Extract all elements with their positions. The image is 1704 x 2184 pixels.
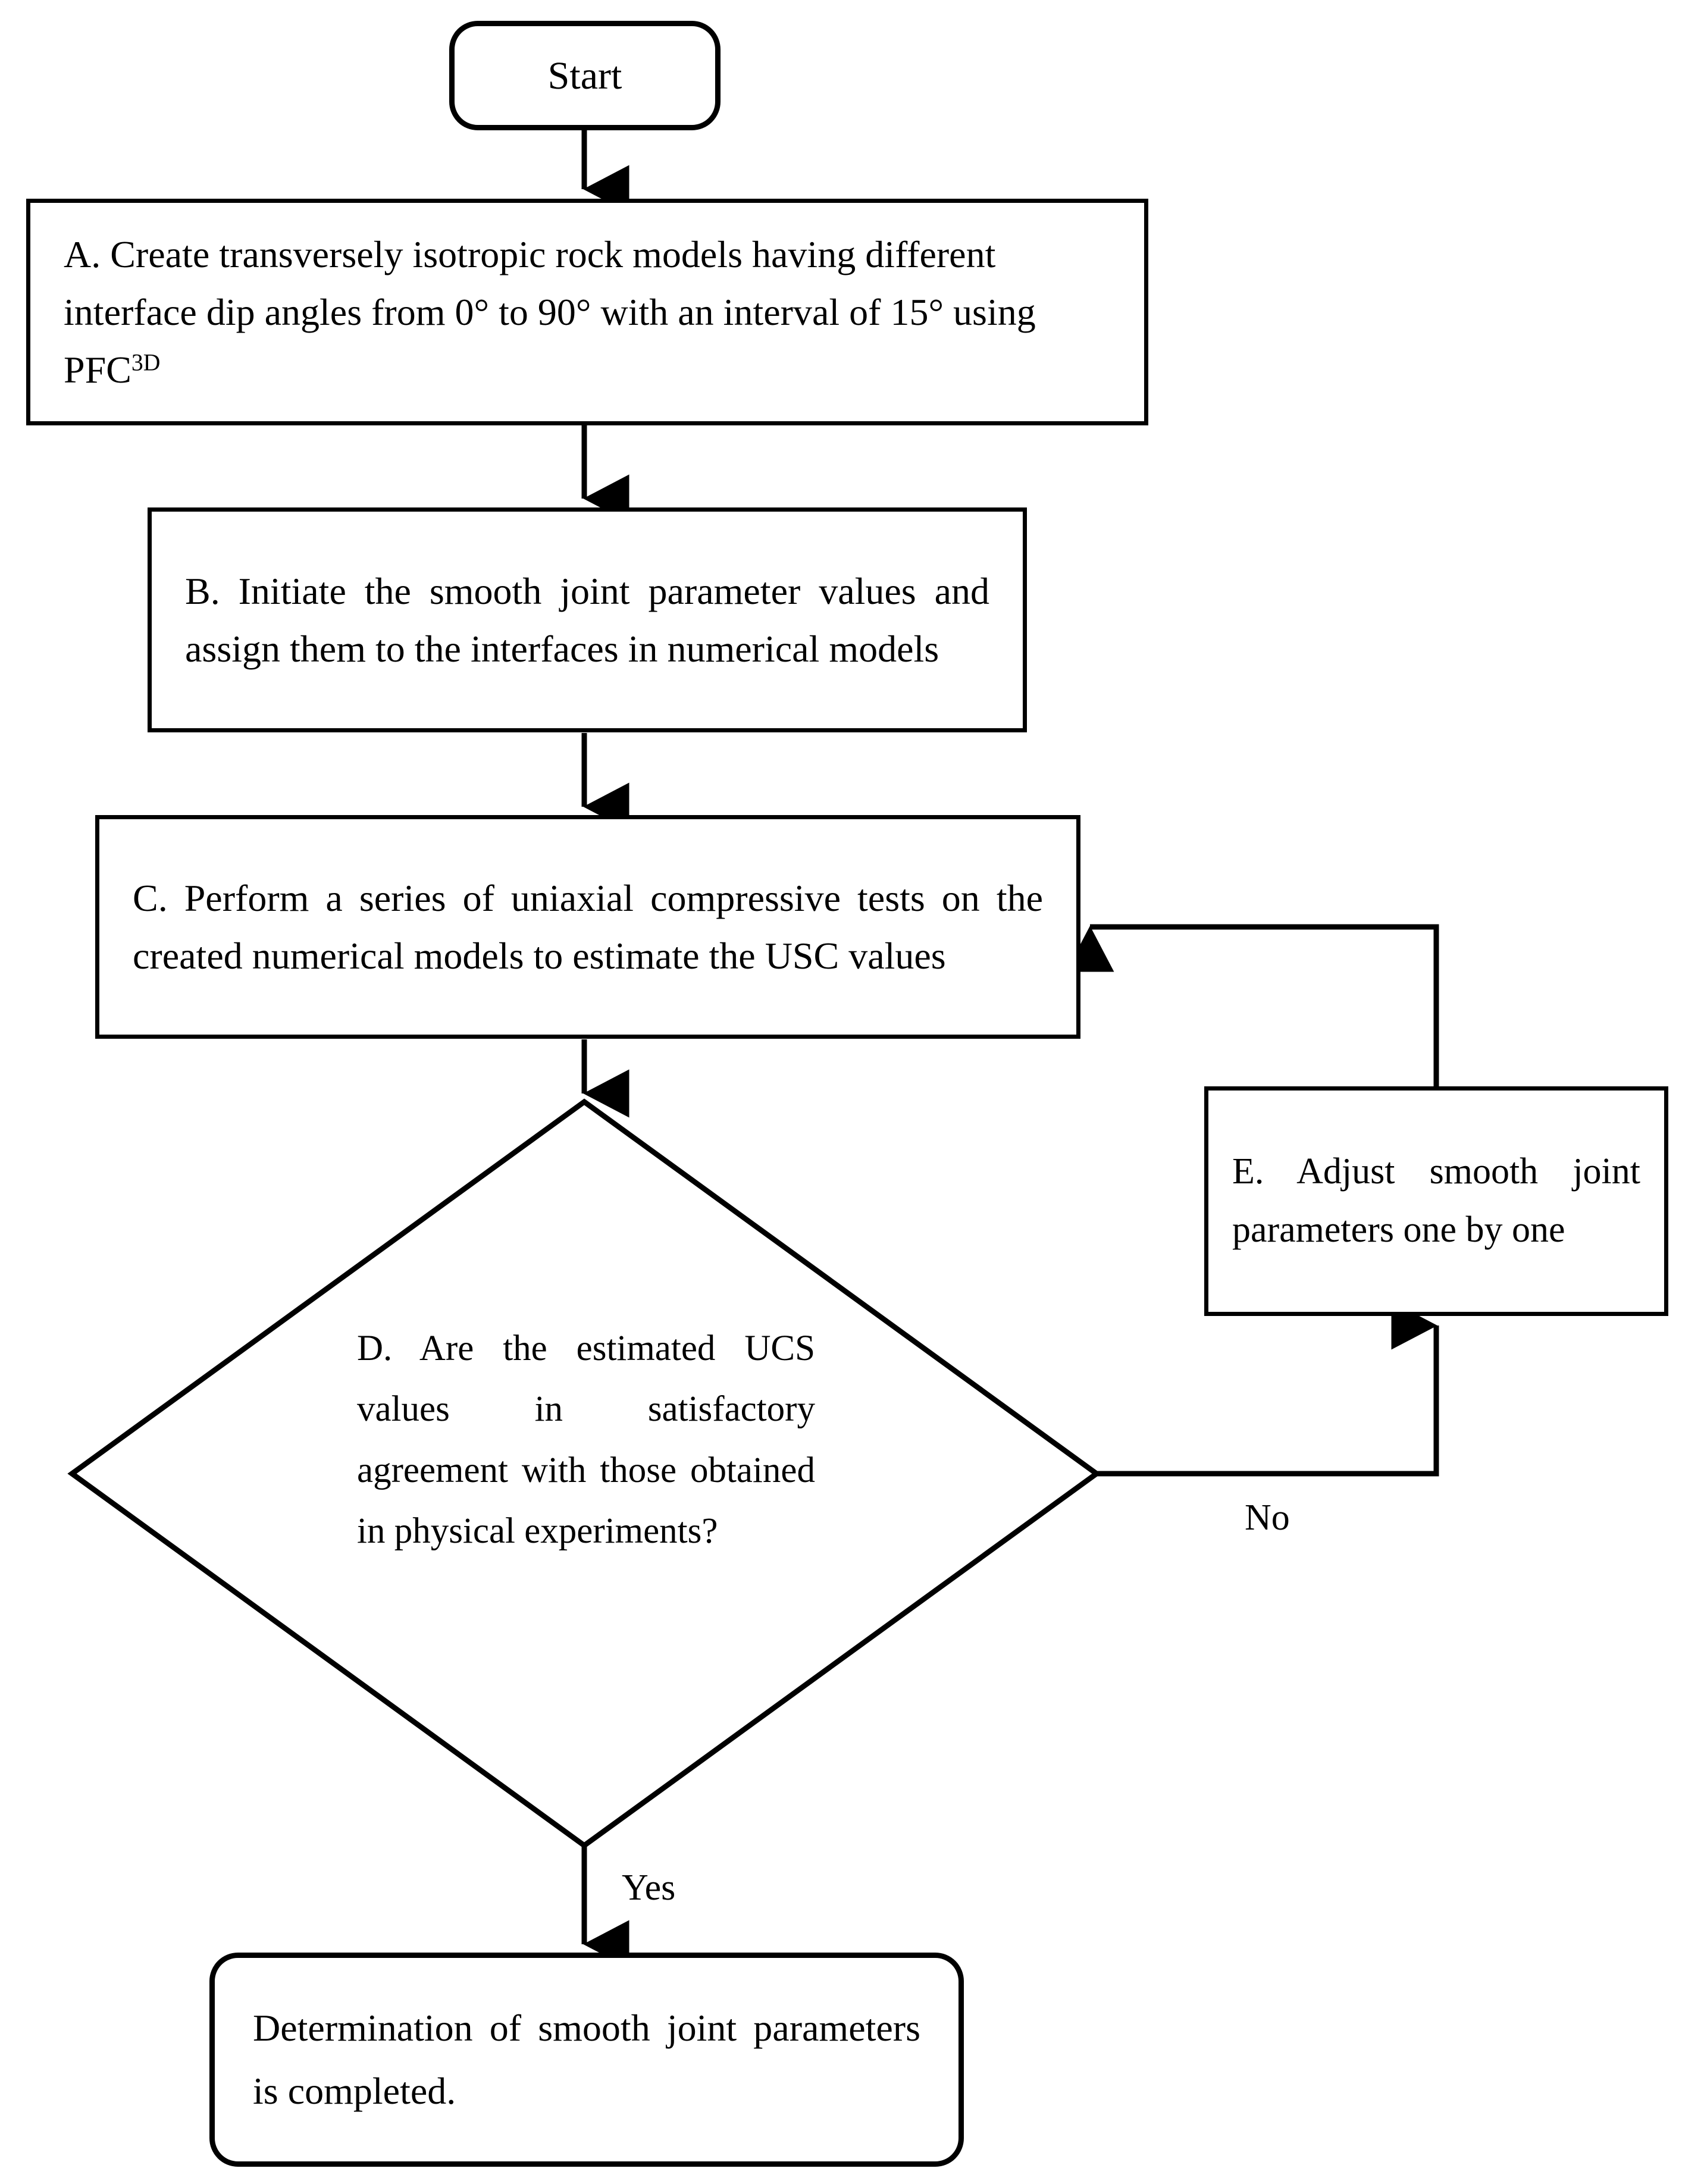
node-start-label: Start (547, 54, 622, 98)
node-process-e-label: E. Adjust smooth joint parameters one by… (1232, 1151, 1640, 1250)
edge-d-to-e (1097, 1301, 1439, 1477)
node-process-e[interactable]: E. Adjust smooth joint parameters one by… (1204, 1086, 1668, 1316)
node-a-text-main: A. Create transversely isotropic rock mo… (64, 233, 1036, 391)
edge-label-no: No (1245, 1497, 1290, 1538)
node-process-b-label: B. Initiate the smooth joint parameter v… (185, 569, 989, 670)
edge-e-to-c (1066, 924, 1439, 1086)
node-a-superscript: 3D (131, 349, 161, 376)
node-process-c[interactable]: C. Perform a series of uniaxial compress… (95, 815, 1080, 1039)
node-decision-d-label: D. Are the estimated UCS values in satis… (357, 1328, 815, 1552)
node-end[interactable]: Determination of smooth joint parameters… (209, 1953, 964, 2167)
node-process-a-label: A. Create transversely isotropic rock mo… (64, 225, 1111, 399)
edge-label-yes: Yes (622, 1867, 676, 1908)
node-process-c-label: C. Perform a series of uniaxial compress… (133, 876, 1043, 977)
node-process-a[interactable]: A. Create transversely isotropic rock mo… (26, 199, 1148, 425)
node-end-label: Determination of smooth joint parameters… (253, 2007, 920, 2112)
node-start[interactable]: Start (449, 21, 721, 130)
node-process-b[interactable]: B. Initiate the smooth joint parameter v… (148, 507, 1027, 732)
